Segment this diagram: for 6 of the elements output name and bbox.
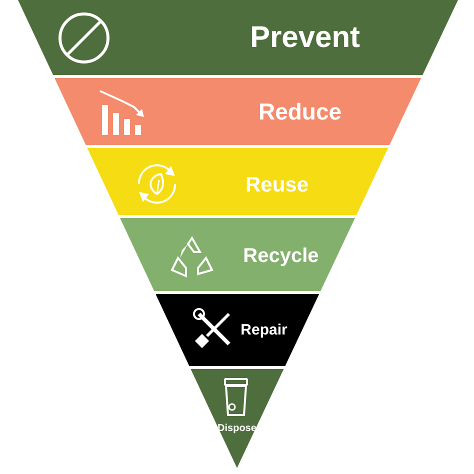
band-label: Repair	[240, 322, 288, 338]
band-label: Prevent	[250, 23, 360, 53]
band-label: Recycle	[243, 246, 319, 266]
band-label: Dispose	[218, 424, 256, 434]
band-label: Reuse	[245, 174, 308, 196]
band-label: Reduce	[258, 100, 342, 124]
